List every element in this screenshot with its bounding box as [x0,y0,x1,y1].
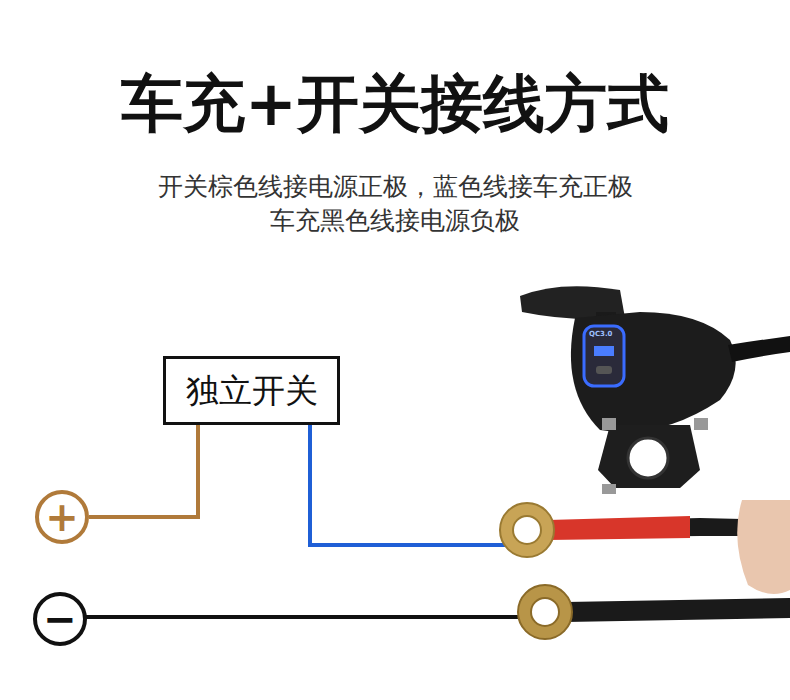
node-text: − [43,599,77,639]
note: 车充黑色线接电源负极 [0,204,790,237]
cable [566,598,790,622]
ring-terminal [500,503,554,557]
clamp-screw [694,418,708,430]
positive-terminal: + [35,490,89,544]
wire [89,425,198,517]
blue-wire [310,425,512,545]
clamp-screw [602,418,616,430]
title: 车充+开关接线方式 [0,62,790,146]
mount-clamp [598,425,700,488]
usb-c-port [596,366,612,374]
usb-port-ring [584,326,624,386]
ring-hole [531,598,559,626]
usb-port [594,346,614,356]
red-sleeve [548,516,690,540]
node-text: + [45,497,79,537]
device-marking: QC3.0 [589,330,613,338]
black-wire [84,615,522,619]
wire-line [89,425,198,517]
charger-body [571,312,736,432]
negative-terminal: − [33,592,87,646]
charger-cable [728,336,790,362]
ring-terminal [518,585,572,639]
switch-box: 独立开关 [163,356,340,425]
note: 开关棕色线接电源正极，蓝色线接车充正极 [0,170,790,203]
node-text: 独立开关 [186,374,318,407]
clamp-screw [602,484,616,494]
ring-hole [513,516,541,544]
finger [737,500,790,594]
clamp-hole [628,438,668,478]
